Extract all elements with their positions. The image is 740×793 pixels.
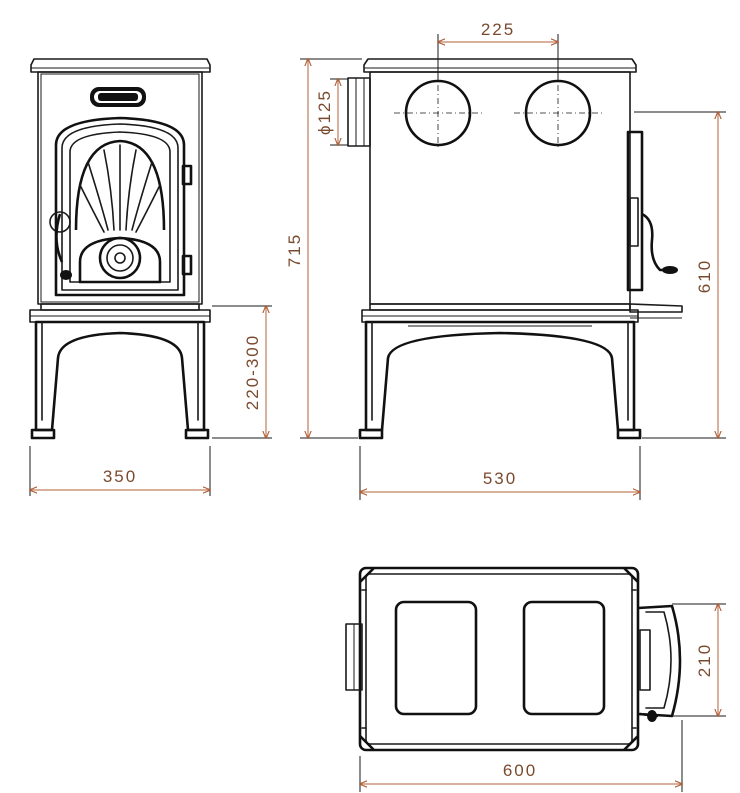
flue-outlet-icon [347, 77, 371, 147]
dim-total-height: 715 [285, 233, 304, 267]
door-handle-icon [49, 211, 72, 280]
dimension-lines [30, 34, 726, 792]
dim-handle-width: 210 [695, 643, 714, 677]
dim-leg-height: 220-300 [243, 334, 262, 410]
top-view [345, 566, 682, 752]
dim-top-depth: 600 [503, 761, 537, 780]
dim-flue-diameter: ϕ125 [315, 89, 334, 135]
dim-body-height: 610 [695, 259, 714, 293]
side-view [347, 58, 683, 440]
dim-flue-spacing: 225 [481, 20, 515, 39]
dim-front-width: 350 [103, 467, 137, 486]
brand-badge-icon [90, 87, 146, 107]
dim-side-depth: 530 [483, 469, 517, 488]
air-control-knob-icon [78, 236, 162, 284]
front-view [29, 58, 211, 440]
